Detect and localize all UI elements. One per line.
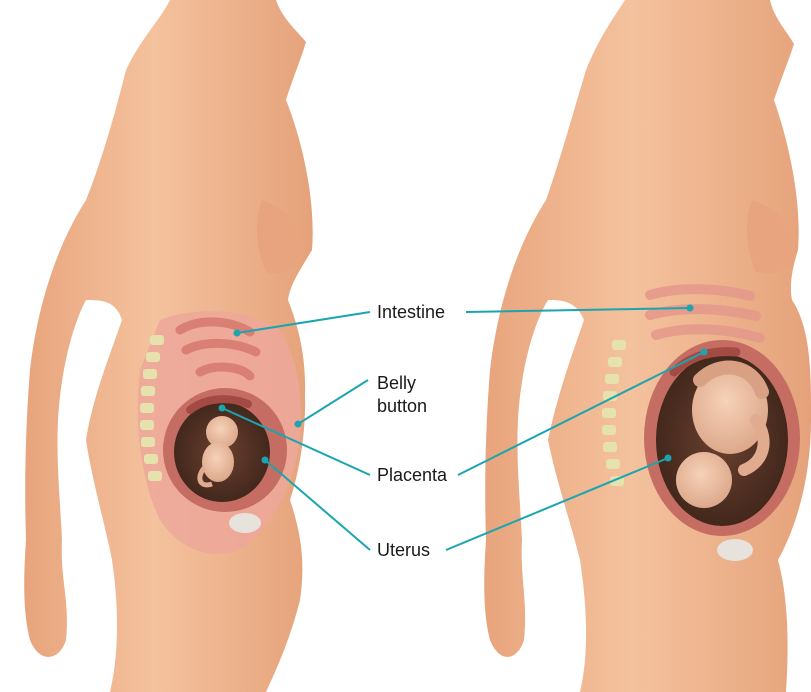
intestine-pointer-right (687, 305, 694, 312)
placenta-pointer-right (701, 349, 708, 356)
labels: Intestine Belly button Placenta Uterus (377, 302, 448, 560)
bladder-right (717, 539, 753, 561)
placenta-pointer-left (219, 405, 226, 412)
belly-button-label-line1: Belly (377, 373, 416, 393)
bladder-left (229, 513, 261, 533)
placenta-label: Placenta (377, 465, 448, 485)
uterus-label: Uterus (377, 540, 430, 560)
belly-button-label-line2: button (377, 396, 427, 416)
intestine-pointer-left (234, 330, 241, 337)
uterus-pointer-left (262, 457, 269, 464)
belly-button-leader (298, 380, 368, 424)
intestine-label: Intestine (377, 302, 445, 322)
earlier-pregnancy-figure (24, 0, 312, 692)
uterus-pointer-right (665, 455, 672, 462)
body-silhouette-right (484, 0, 811, 692)
later-pregnancy-figure (484, 0, 811, 692)
